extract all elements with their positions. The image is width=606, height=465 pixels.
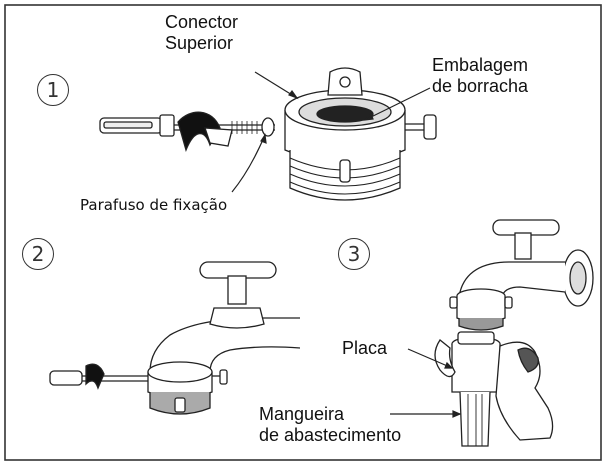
label-plate: Placa	[342, 338, 388, 358]
outer-border	[4, 4, 602, 461]
step2-illustration	[49, 261, 301, 415]
step-number-1: 1	[37, 74, 69, 106]
label-upper-connector: Conector Superior	[165, 12, 238, 54]
step3-leaders	[390, 348, 462, 418]
step3-illustration	[434, 219, 594, 447]
label-upper-connector-line1: Conector	[165, 12, 239, 32]
label-fixing-screw: Parafuso de fixação	[80, 196, 228, 214]
label-rubber-gasket: Embalagem de borracha	[432, 55, 528, 97]
step-number-2: 2	[22, 238, 54, 270]
label-rubber-gasket-line2: de borracha	[432, 76, 529, 96]
label-upper-connector-line2: Superior	[165, 33, 234, 53]
step-number-3: 3	[338, 238, 370, 270]
label-rubber-gasket-line1: Embalagem	[432, 55, 529, 75]
step1-leaders	[231, 71, 431, 193]
step1-illustration	[99, 67, 437, 201]
label-supply-hose: Mangueira de abastecimento	[259, 404, 401, 446]
label-supply-hose-line2: de abastecimento	[259, 425, 402, 445]
label-supply-hose-line1: Mangueira	[259, 404, 345, 424]
